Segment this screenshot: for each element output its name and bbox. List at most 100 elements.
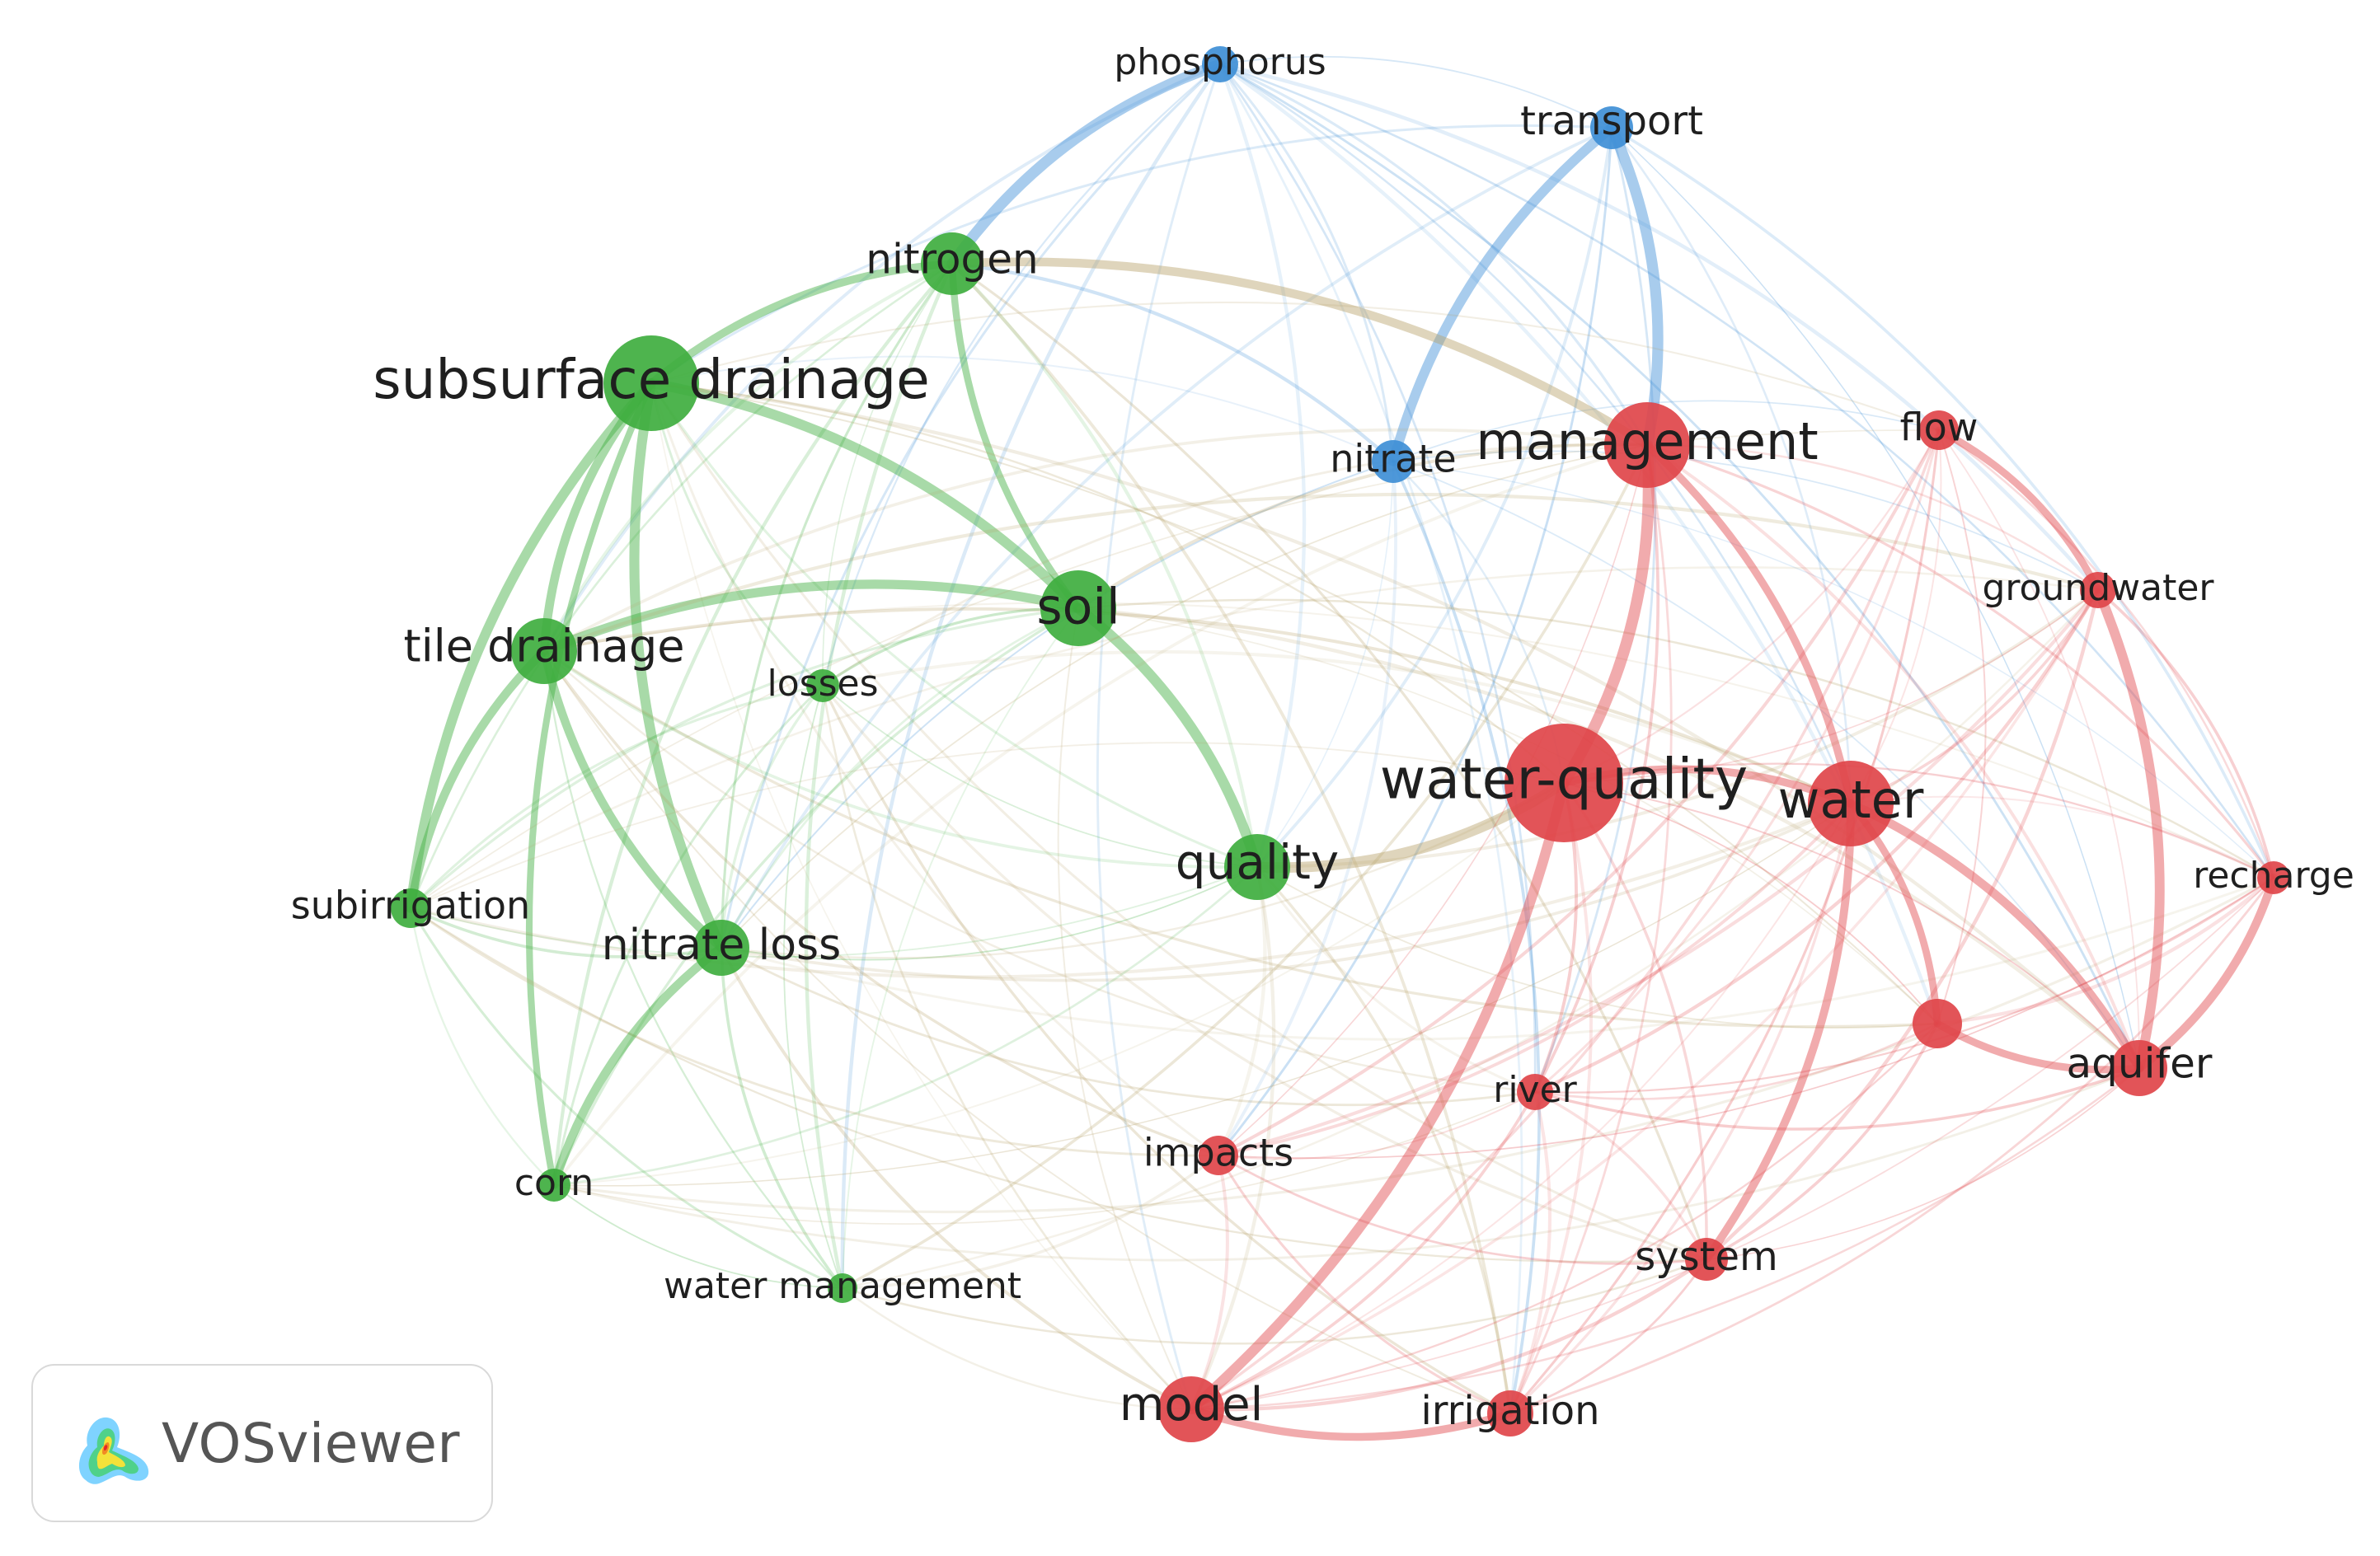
node-transport[interactable]	[1590, 106, 1633, 149]
link-phosphorus-recharge	[1218, 63, 2275, 879]
node-tile-drainage[interactable]	[511, 618, 577, 684]
node-nitrate-loss[interactable]	[693, 920, 749, 976]
link-nitrate_loss-management	[721, 444, 1648, 949]
link-losses-water	[821, 649, 1852, 805]
node-irrigation[interactable]	[1487, 1390, 1533, 1436]
link-nitrogen-system	[951, 262, 1708, 1261]
link-tile_drainage-recharge	[542, 602, 2275, 879]
link-transport-water	[1610, 126, 1852, 805]
link-losses-water_management	[783, 685, 843, 1289]
vosviewer-logo-icon	[78, 1417, 149, 1484]
link-soil-quality	[1073, 602, 1263, 873]
link-nitrate_loss-water_quality	[720, 781, 1566, 959]
label-model: model	[1120, 1378, 1263, 1432]
link-phosphorus-irrigation	[1218, 63, 1523, 1415]
node-subirrigation[interactable]	[391, 888, 430, 928]
link-subsurface_drainage-system	[650, 382, 1708, 1261]
label-nitrogen: nitrogen	[866, 236, 1038, 284]
network-labels: phosphorustransportnitratenitrogensubsur…	[291, 41, 2354, 1434]
link-water-recharge	[1849, 795, 2275, 879]
link-corn-management	[552, 443, 1649, 1187]
node-water-quality[interactable]	[1505, 724, 1623, 842]
node-impacts[interactable]	[1199, 1136, 1238, 1175]
label-subsurface-drainage: subsurface drainage	[373, 348, 930, 411]
link-water_management-groundwater	[841, 588, 2100, 1290]
link-nitrate_loss-quality	[721, 866, 1258, 961]
link-recharge-impacts	[1218, 877, 2274, 1160]
node-water[interactable]	[1808, 761, 1894, 846]
node-unlabeled[interactable]	[1913, 999, 1962, 1048]
node-corn[interactable]	[537, 1169, 570, 1202]
link-tile_drainage-nitrate_loss	[539, 646, 726, 953]
link-phosphorus-river	[1218, 63, 1537, 1094]
link-groundwater-water_quality	[1563, 589, 2099, 784]
link-subsurface_drainage-aquifer	[649, 381, 2142, 1071]
node-phosphorus[interactable]	[1202, 46, 1238, 82]
link-groundwater-model	[1190, 588, 2100, 1411]
vosviewer-watermark: VOSviewer	[31, 1364, 493, 1522]
link-subsurface_drainage-model	[650, 382, 1192, 1410]
link-model-irrigation	[1187, 1405, 1514, 1441]
link-nitrogen-management	[947, 257, 1652, 450]
link-water-irrigation	[1509, 802, 1852, 1415]
label-management: management	[1476, 411, 1818, 471]
link-transport-recharge	[1610, 126, 2275, 879]
link-losses-model	[821, 684, 1193, 1411]
node-river[interactable]	[1517, 1074, 1553, 1110]
node-flow[interactable]	[1919, 410, 1959, 450]
link-nitrogen-soil	[948, 260, 1082, 612]
link-nitrogen-irrigation	[951, 262, 1512, 1415]
node-nitrate[interactable]	[1372, 440, 1415, 483]
link-nitrate_loss-model	[720, 946, 1193, 1411]
link-subirrigation-impacts	[409, 907, 1220, 1157]
link-soil-model	[1057, 607, 1192, 1410]
link-unlabeled-system	[1705, 1022, 1939, 1261]
link-phosphorus-water_management	[840, 62, 1223, 1291]
link-nitrate-subsurface_drainage	[650, 355, 1394, 462]
link-impacts-system	[1217, 1154, 1708, 1265]
node-model[interactable]	[1158, 1376, 1224, 1442]
link-aquifer-model	[1190, 1066, 2141, 1411]
link-tile_drainage-subirrigation	[406, 646, 549, 913]
network-links	[406, 55, 2279, 1441]
node-water-management[interactable]	[828, 1273, 857, 1303]
node-nitrogen[interactable]	[921, 232, 983, 295]
link-river-system	[1533, 1090, 1708, 1261]
link-water-impacts	[1217, 802, 1852, 1157]
link-subirrigation-corn	[409, 907, 556, 1187]
link-recharge-aquifer	[2134, 873, 2279, 1073]
label-water-management: water management	[664, 1265, 1021, 1307]
node-soil[interactable]	[1040, 570, 1116, 646]
link-groundwater-recharge	[2096, 588, 2275, 879]
link-water-aquifer	[1846, 799, 2144, 1073]
link-water_quality-aquifer	[1563, 782, 2140, 1069]
link-subsurface_drainage-unlabeled	[650, 382, 1938, 1024]
link-phosphorus-aquifer	[1218, 63, 2141, 1070]
label-nitrate: nitrate	[1330, 437, 1456, 481]
node-losses[interactable]	[806, 669, 839, 702]
link-phosphorus-model	[1096, 63, 1222, 1411]
node-recharge[interactable]	[2257, 861, 2290, 894]
link-soil-water_management	[842, 607, 1079, 1289]
node-quality[interactable]	[1224, 834, 1290, 900]
node-subsurface-drainage[interactable]	[603, 335, 699, 431]
vosviewer-brand-text: VOSviewer	[162, 1411, 461, 1475]
node-system[interactable]	[1685, 1238, 1728, 1281]
link-losses-system	[821, 684, 1708, 1261]
link-corn-river	[553, 1091, 1536, 1225]
link-nitrate_loss-river	[720, 946, 1537, 1107]
node-aquifer[interactable]	[2111, 1040, 2167, 1096]
link-water_quality-recharge	[1562, 762, 2275, 879]
link-management-recharge	[1645, 443, 2275, 879]
link-tile_drainage-soil	[539, 579, 1083, 656]
link-recharge-model	[1190, 877, 2274, 1410]
label-impacts: impacts	[1143, 1131, 1293, 1175]
link-groundwater-impacts	[1216, 588, 2101, 1158]
node-management[interactable]	[1604, 402, 1690, 488]
node-groundwater[interactable]	[2080, 572, 2116, 608]
link-water_quality-unlabeled	[1563, 782, 1938, 1024]
link-management-aquifer	[1645, 443, 2141, 1070]
link-nitrate_loss-recharge	[720, 876, 2275, 1041]
link-corn-recharge	[552, 876, 2275, 1214]
link-phosphorus-losses	[821, 63, 1222, 687]
